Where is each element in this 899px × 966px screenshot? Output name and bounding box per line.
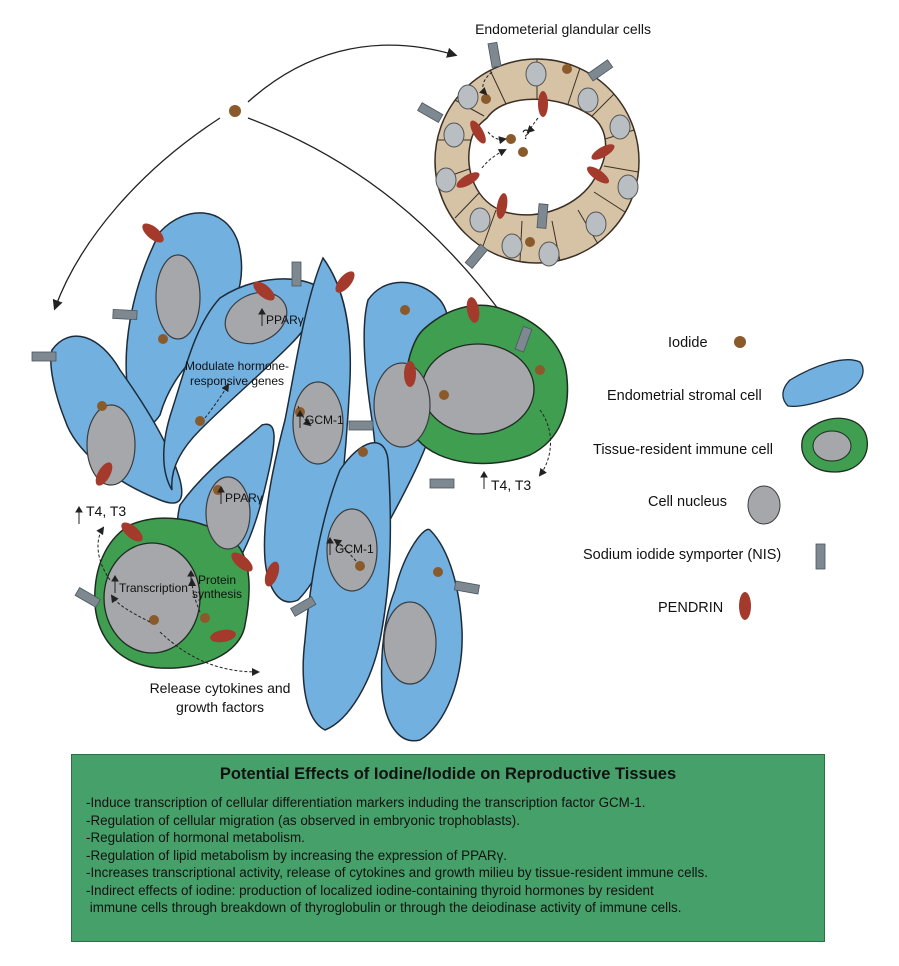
label-gcm-lower: GCM-1 [335, 542, 374, 556]
arrow-to-stroma-right [247, 117, 507, 321]
immune-cell-left [94, 517, 250, 669]
gland-pendrin [456, 91, 615, 219]
legend-iodide-label: Iodide [668, 335, 708, 351]
arrow-to-stroma-left [52, 117, 221, 311]
gland-title: Endometerial glandular cells [475, 21, 651, 37]
legend-iodide-icon [734, 336, 746, 348]
label-modulate-2: responsive genes [190, 374, 284, 388]
tissue-nis [31, 261, 533, 617]
gland-nis [417, 41, 614, 269]
label-release-2: growth factors [176, 699, 264, 715]
gland-nuclei [435, 61, 639, 267]
effects-box: Potential Effects of Iodine/Iodide on Re… [71, 754, 825, 942]
label-protein-1: Protein [198, 573, 236, 587]
immune-cell-right [404, 304, 569, 465]
legend-stromal-icon [782, 359, 864, 408]
label-t4t3-left: T4, T3 [86, 503, 126, 519]
label-ppar-top: PPARγ [266, 313, 304, 327]
legend-pendrin-label: PENDRIN [658, 600, 723, 616]
effects-list: -Induce transcription of cellular differ… [86, 794, 810, 917]
gland-iodide [481, 64, 572, 247]
effect-item: -Regulation of cellular migration (as ob… [86, 812, 520, 828]
effect-item: immune cells through breakdown of thyrog… [86, 900, 682, 915]
gland-dashed-arrows [478, 71, 539, 169]
tissue-dashed-arrows [96, 383, 551, 676]
label-release-1: Release cytokines and [150, 680, 291, 696]
label-protein-2: synthesis [192, 587, 242, 601]
gland-question-mark: ? [522, 126, 530, 142]
effect-item: -Increases transcriptional activity, rel… [86, 865, 708, 880]
iodide-dot-source [229, 105, 241, 117]
tissue-pendrin [95, 223, 480, 643]
label-transcription: Transcription [119, 581, 188, 595]
legend: Iodide Endometrial stromal cell Tissue-r… [583, 335, 868, 620]
legend-pendrin-icon [739, 592, 751, 620]
immune-right-nucleus [421, 343, 535, 435]
legend-immune-label: Tissue-resident immune cell [593, 442, 773, 458]
label-t4t3-right: T4, T3 [491, 477, 531, 493]
up-arrows [75, 308, 488, 593]
legend-nis-label: Sodium iodide symporter (NIS) [583, 547, 781, 563]
legend-nucleus-icon [747, 485, 781, 525]
legend-nis-icon [815, 543, 826, 570]
immune-left-nucleus [103, 542, 201, 654]
legend-stromal-label: Endometrial stromal cell [607, 388, 762, 404]
label-ppar-mid: PPARγ [225, 491, 263, 505]
effect-item: -Regulation of hormonal metabolism. [86, 830, 305, 845]
stromal-nuclei [86, 254, 437, 685]
effect-item: -Indirect effects of iodine: production … [86, 882, 654, 898]
legend-nucleus-label: Cell nucleus [648, 494, 727, 510]
label-modulate-1: Modulate hormone- [185, 359, 289, 373]
effect-item: -Regulation of lipid metabolism by incre… [86, 847, 508, 863]
label-gcm-upper: GCM-1 [305, 413, 344, 427]
effect-item: -Induce transcription of cellular differ… [86, 795, 646, 810]
gland-lumen [468, 98, 607, 216]
arrow-to-gland [247, 44, 458, 103]
effects-title: Potential Effects of Iodine/Iodide on Re… [219, 765, 677, 783]
endometrial-gland: ? [417, 41, 640, 269]
legend-immune-icon [801, 417, 868, 473]
